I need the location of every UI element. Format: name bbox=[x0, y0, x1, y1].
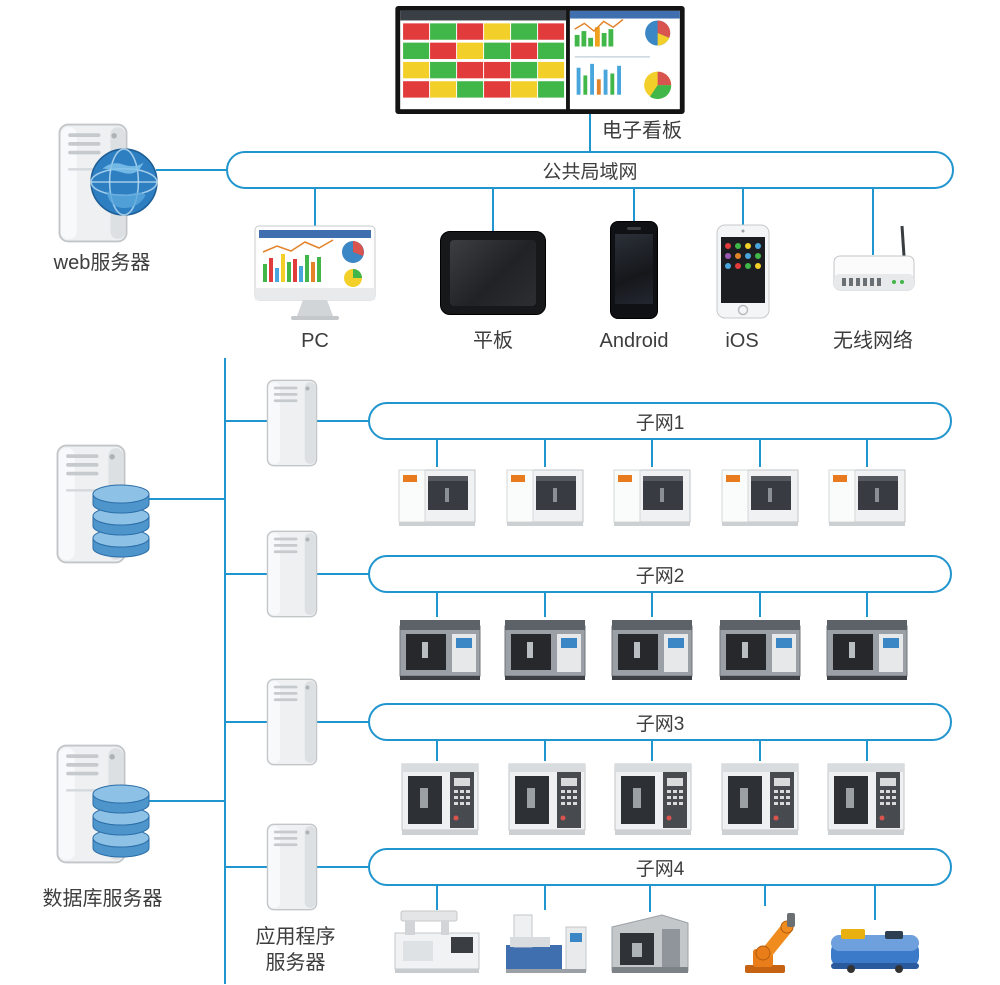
connector-line bbox=[436, 741, 438, 761]
cnc-mill-icon bbox=[716, 616, 804, 682]
connector-line bbox=[156, 169, 228, 171]
cnc-machine-icon bbox=[825, 466, 909, 528]
cnc-mill-icon bbox=[396, 616, 484, 682]
app-server-label-line2: 服务器 bbox=[265, 952, 326, 974]
subnet-label-3: 子网3 bbox=[635, 713, 685, 735]
server-tower-icon bbox=[262, 821, 322, 913]
connector-line bbox=[633, 189, 635, 223]
connector-line bbox=[314, 189, 316, 226]
grinder-icon bbox=[500, 907, 590, 975]
connector-line bbox=[492, 189, 494, 233]
cnc-machine-icon bbox=[395, 466, 479, 528]
cnc-machine-icon bbox=[503, 466, 587, 528]
cnc-machining-center-icon bbox=[611, 760, 695, 838]
connector-line bbox=[436, 440, 438, 467]
connector-line bbox=[866, 440, 868, 467]
cnc-mill-icon bbox=[823, 616, 911, 682]
connector-line bbox=[866, 741, 868, 761]
connector-line bbox=[544, 440, 546, 467]
tablet-screen bbox=[450, 240, 536, 306]
globe-icon bbox=[88, 146, 160, 218]
lan-label: 公共局域网 bbox=[542, 161, 638, 183]
cnc-machine-icon bbox=[718, 466, 802, 528]
subnet-bus-1: 子网1 bbox=[368, 402, 952, 440]
wifi-router-icon bbox=[828, 222, 920, 312]
device-label-android: Android bbox=[599, 330, 669, 352]
imac-icon bbox=[253, 224, 377, 324]
iphone-icon bbox=[716, 224, 770, 319]
connector-line bbox=[759, 741, 761, 761]
subnet-label-1: 子网1 bbox=[635, 412, 685, 434]
cnc-mill-icon bbox=[608, 616, 696, 682]
dashboard-label: 电子看板 bbox=[602, 120, 682, 142]
cnc-machining-center-icon bbox=[505, 760, 589, 838]
app-server-label: 应用程序 服务器 bbox=[233, 924, 358, 976]
wire-edm-icon bbox=[389, 905, 485, 975]
cnc-machining-center-icon bbox=[824, 760, 908, 838]
subnet-bus-4: 子网4 bbox=[368, 848, 952, 886]
lan-bus: 公共局域网 bbox=[226, 151, 954, 189]
subnet-label-2: 子网2 bbox=[635, 565, 685, 587]
dashboard-screen-icon bbox=[392, 6, 688, 114]
database-icon bbox=[88, 476, 154, 560]
cnc-machining-center-icon bbox=[398, 760, 482, 838]
connector-line bbox=[764, 886, 766, 906]
device-label-pc: PC bbox=[301, 330, 329, 352]
connector-line bbox=[872, 189, 874, 255]
connector-line bbox=[866, 593, 868, 617]
server-tower-icon bbox=[262, 676, 322, 768]
connector-line bbox=[651, 741, 653, 761]
connector-line bbox=[148, 800, 226, 802]
device-label-tablet: 平板 bbox=[473, 330, 513, 352]
connector-line bbox=[649, 886, 651, 912]
connector-line bbox=[759, 440, 761, 467]
connector-line bbox=[874, 886, 876, 920]
cnc-machining-center-icon bbox=[718, 760, 802, 838]
connector-line bbox=[544, 593, 546, 617]
subnet-label-4: 子网4 bbox=[635, 858, 685, 880]
cnc-mill-icon bbox=[501, 616, 589, 682]
web-server-label: web服务器 bbox=[53, 252, 151, 274]
tablet-icon bbox=[440, 231, 546, 315]
phone-speaker bbox=[627, 227, 641, 230]
connector-line bbox=[759, 593, 761, 617]
connector-line bbox=[436, 886, 438, 910]
connector-line bbox=[651, 440, 653, 467]
connector-line bbox=[544, 741, 546, 761]
connector-line bbox=[544, 886, 546, 910]
cnc-machine-icon bbox=[610, 466, 694, 528]
device-label-wifi: 无线网络 bbox=[833, 330, 913, 352]
connector-line bbox=[224, 358, 226, 984]
android-phone-icon bbox=[610, 221, 658, 319]
subnet-bus-3: 子网3 bbox=[368, 703, 952, 741]
device-label-ios: iOS bbox=[725, 330, 759, 352]
connector-line bbox=[589, 112, 591, 153]
connector-line bbox=[742, 189, 744, 226]
connector-line bbox=[148, 498, 226, 500]
connector-line bbox=[651, 593, 653, 617]
subnet-bus-2: 子网2 bbox=[368, 555, 952, 593]
phone-screen bbox=[615, 234, 653, 304]
server-tower-icon bbox=[262, 528, 322, 620]
server-tower-icon bbox=[262, 377, 322, 469]
robot-arm-icon bbox=[725, 903, 805, 975]
agv-icon bbox=[827, 919, 923, 975]
connector-line bbox=[436, 593, 438, 617]
database-server-label: 数据库服务器 bbox=[42, 888, 163, 910]
vertical-machining-center-icon bbox=[604, 909, 696, 975]
app-server-label-line1: 应用程序 bbox=[255, 926, 336, 948]
database-icon bbox=[88, 776, 154, 860]
